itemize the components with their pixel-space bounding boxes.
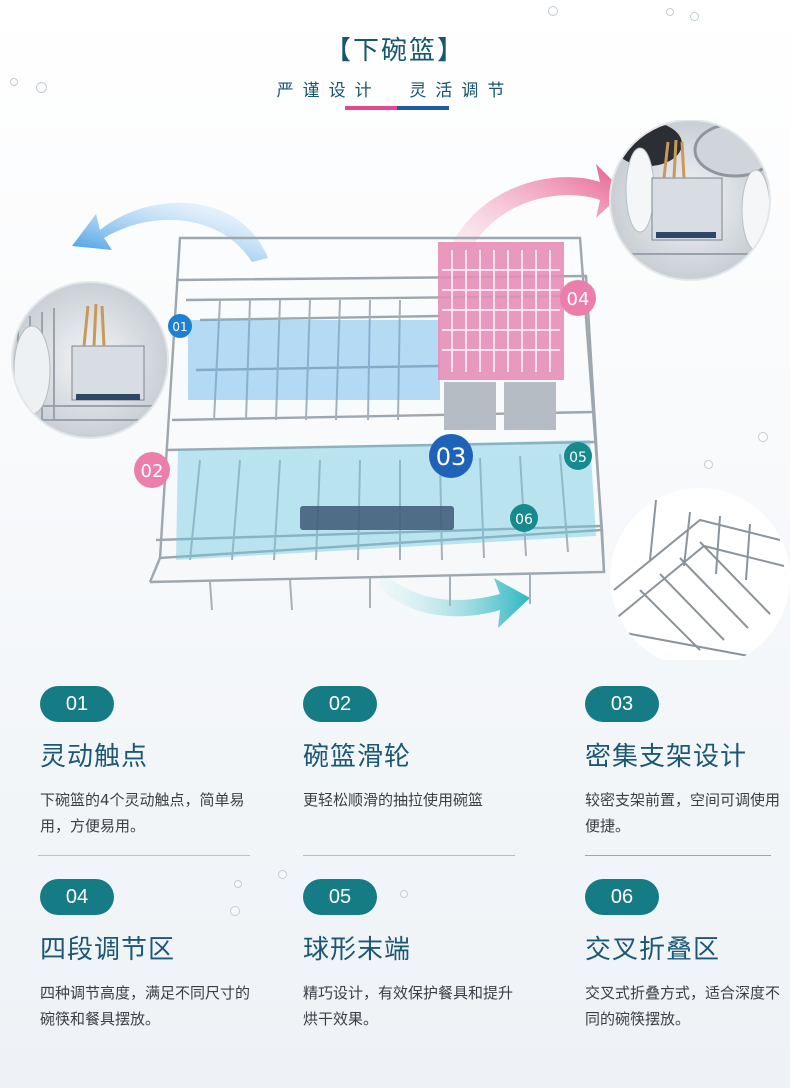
pink-arrow [440,164,624,270]
divider [303,855,515,856]
dish-rack-illustration: 01 02 03 04 05 06 [0,120,790,660]
feature-06: 06 交叉折叠区 交叉式折叠方式，适合深度不同的碗筷摆放。 [585,879,790,1032]
page-title: 【下碗篮】 [324,36,465,66]
divider [38,855,250,856]
marker-label: 02 [141,461,164,482]
feature-01: 01 灵动触点 下碗篮的4个灵动触点，简单易用，方便易用。 [40,686,270,839]
feature-number: 05 [303,879,377,915]
dish-rack [148,236,606,584]
feature-title: 球形末端 [303,935,412,965]
marker-label: 04 [567,289,590,310]
feature-title: 灵动触点 [40,742,149,772]
feature-desc: 较密支架前置，空间可调使用便捷。 [585,791,781,835]
marker-02: 02 [134,452,170,488]
feature-desc: 下碗篮的4个灵动触点，简单易用，方便易用。 [40,791,245,835]
marker-01: 01 [168,314,192,338]
water-bubble [400,890,408,898]
page-subtitle: 严谨设计 灵活调节 [276,81,514,101]
feature-title: 密集支架设计 [585,742,748,772]
subtitle-underline-blue [397,106,449,110]
zone-lower-highlight [176,440,596,560]
water-bubble [10,78,18,86]
marker-label: 06 [515,512,533,528]
feature-desc: 精巧设计，有效保护餐具和提升烘干效果。 [303,984,514,1028]
feature-title: 碗篮滑轮 [303,742,412,772]
water-bubble [666,8,674,16]
feature-number: 02 [303,686,377,722]
water-bubble [230,906,240,916]
water-bubble [758,432,768,442]
feature-number: 03 [585,686,659,722]
water-bubble [704,460,713,469]
feature-number: 01 [40,686,114,722]
water-bubble [278,870,287,879]
feature-number: 04 [40,879,114,915]
marker-label: 03 [436,443,467,471]
marker-03: 03 [429,434,473,478]
marker-05: 05 [564,442,592,470]
feature-desc: 四种调节高度，满足不同尺寸的碗筷和餐具摆放。 [40,984,251,1028]
feature-05: 05 球形末端 精巧设计，有效保护餐具和提升烘干效果。 [303,879,533,1032]
feature-title: 四段调节区 [40,935,176,965]
feature-02: 02 碗篮滑轮 更轻松顺滑的抽拉使用碗篮 [303,686,533,813]
feature-desc: 交叉式折叠方式，适合深度不同的碗筷摆放。 [585,984,781,1028]
blue-arrow [72,202,268,262]
water-bubble [548,6,558,16]
feature-desc: 更轻松顺滑的抽拉使用碗篮 [303,791,484,809]
marker-04: 04 [560,280,596,316]
water-bubble [690,12,699,21]
feature-title: 交叉折叠区 [585,935,721,965]
subtitle-underline-pink [345,106,397,110]
handle [300,506,454,530]
divider [585,855,771,856]
cutlery-basket [438,242,564,430]
water-bubble [234,880,242,888]
marker-label: 01 [172,320,187,334]
zone-upper-highlight [188,320,440,400]
feature-03: 03 密集支架设计 较密支架前置，空间可调使用便捷。 [585,686,790,839]
marker-06: 06 [510,504,538,532]
teal-arrow [380,570,530,628]
feature-number: 06 [585,879,659,915]
water-bubble [36,82,47,93]
feature-04: 04 四段调节区 四种调节高度，满足不同尺寸的碗筷和餐具摆放。 [40,879,270,1032]
marker-label: 05 [569,450,587,466]
